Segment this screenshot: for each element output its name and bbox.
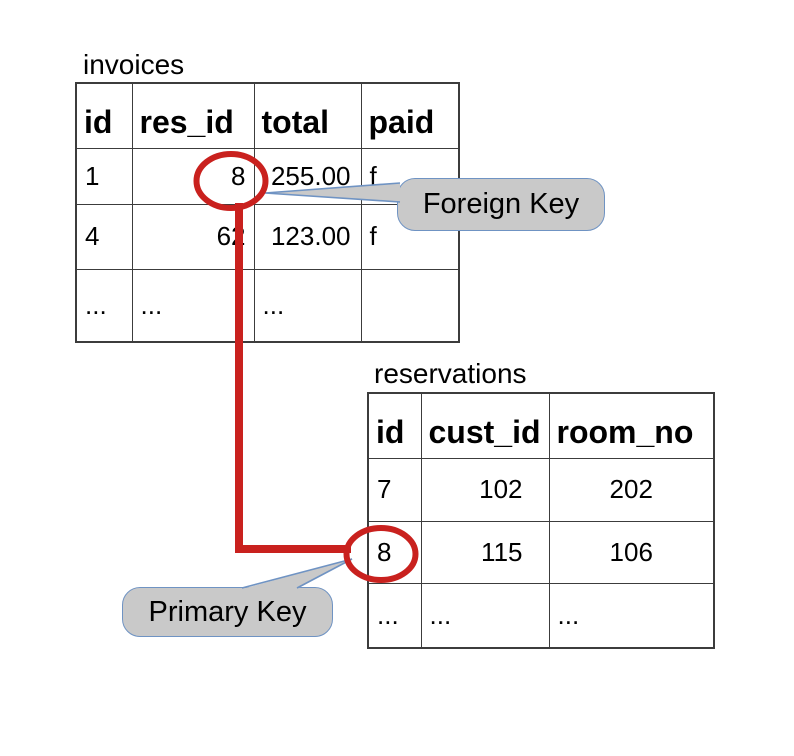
column-header-paid: paid [360,82,460,149]
table-cell: 7 [367,457,422,522]
column-header-res-id: res_id [131,82,255,149]
reservations-header-row: id cust_id room_no [367,392,715,459]
column-header-room-no: room_no [548,392,715,459]
table-cell: ... [131,268,255,343]
table-cell: 1 [75,147,133,205]
table-cell: ... [75,268,133,343]
reservations-table-title: reservations [374,358,527,389]
column-header-id: id [367,392,422,459]
table-cell: 102 [420,457,550,522]
table-row: 7 102 202 [367,457,715,522]
table-cell: ... [548,582,715,649]
table-row: ... ... ... [367,582,715,649]
table-cell: 4 [75,203,133,270]
table-cell: 115 [420,520,550,584]
table-cell: ... [253,268,362,343]
table-cell: ... [367,582,422,649]
table-cell: ... [420,582,550,649]
primary-key-callout-tail-edge [241,558,353,589]
table-cell-foreign-key-value: 8 [131,147,255,205]
primary-key-callout-tail [242,559,352,589]
table-cell-primary-key-value: 8 [367,520,422,584]
primary-key-callout: Primary Key [122,587,333,637]
invoices-table-title: invoices [83,49,185,80]
table-row: ... ... ... [75,268,460,343]
table-cell [360,268,460,343]
column-header-cust-id: cust_id [420,392,550,459]
table-cell: 202 [548,457,715,522]
foreign-key-callout-label: Foreign Key [422,188,580,220]
foreign-key-callout: Foreign Key [397,178,605,231]
table-row: 8 115 106 [367,520,715,584]
table-cell: 123.00 [253,203,362,270]
table-cell: 106 [548,520,715,584]
invoices-header-row: id res_id total paid [75,82,460,149]
reservations-table: id cust_id room_no 7 102 202 8 115 106 .… [367,392,715,649]
column-header-id: id [75,82,133,149]
table-cell: 62 [131,203,255,270]
primary-key-callout-label: Primary Key [148,595,307,628]
column-header-total: total [253,82,362,149]
table-cell: 255.00 [253,147,362,205]
